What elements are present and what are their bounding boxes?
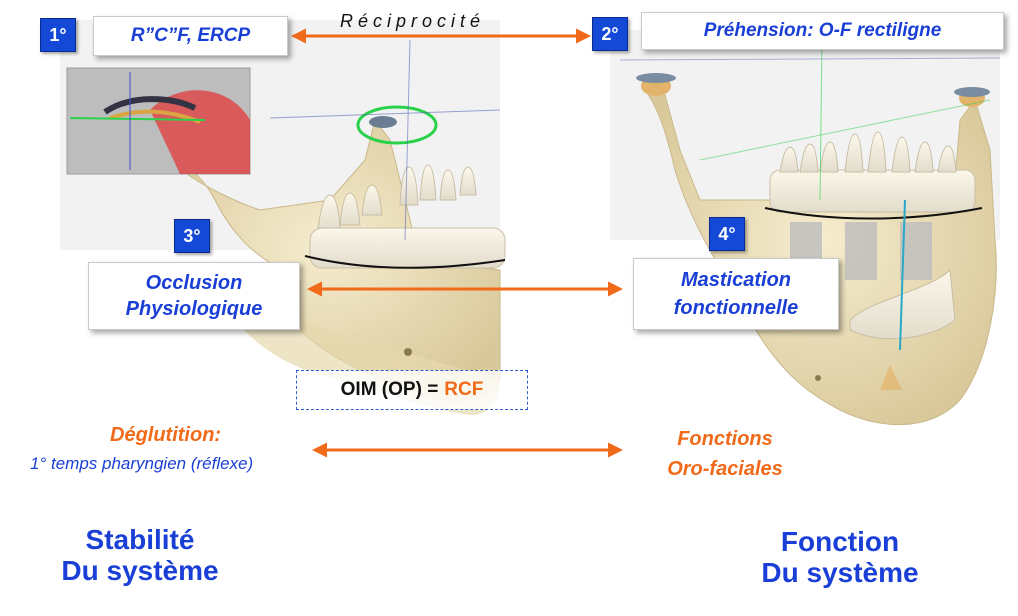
fonctions-line1: Fonctions [677,428,773,450]
stabilite-line2: Du système [61,555,219,586]
tmj-inset-image [66,67,251,175]
fonction-line1: Fonction [780,526,900,557]
right-occlusal-line [764,207,983,220]
oim-equation-prefix: OIM (OP) = [340,379,439,400]
step-3-label-line2: Physiologique [125,298,263,320]
step-3-label-line1: Occlusion [145,272,243,294]
right-upper-teeth [769,131,976,213]
step-2-badge: 2° [592,17,628,51]
step-3-label-box: Occlusion Physiologique [88,262,300,330]
left-teeth [309,164,506,269]
condyle-highlight-circle [356,105,438,145]
step-1-badge: 1° [40,18,76,52]
fonctions-oro-faciales: Fonctions Oro-faciales [650,424,800,484]
step-4-label-line2: fonctionnelle [673,297,799,319]
step-1-label-box: R”C”F, ERCP [93,16,288,56]
step-4-label-box: Mastication fonctionnelle [633,258,839,330]
oim-equation-rcf: RCF [444,379,484,400]
stabilite-label: Stabilité Du système [30,524,250,586]
trajectory-line [899,199,906,351]
oim-equation-box: OIM (OP) = RCF [296,370,528,410]
step-2-label: Préhension: O-F rectiligne [703,20,942,41]
fonction-label: Fonction Du système [730,526,950,588]
deglutition-title: Déglutition: [110,424,222,446]
step-1-label: R”C”F, ERCP [130,25,251,46]
step-2-label-box: Préhension: O-F rectiligne [641,12,1004,50]
step-4-badge: 4° [709,217,745,251]
stabilite-line1: Stabilité [85,524,195,555]
deglutition-subtitle: 1° temps pharyngien (réflexe) [30,454,254,473]
fonction-line2: Du système [761,557,919,588]
fonctions-line2: Oro-faciales [667,458,783,480]
step-4-label-line1: Mastication [680,269,792,291]
step-3-badge: 3° [174,219,210,253]
left-occlusal-line [304,255,506,269]
reciprocity-label: Réciprocité [340,11,486,31]
